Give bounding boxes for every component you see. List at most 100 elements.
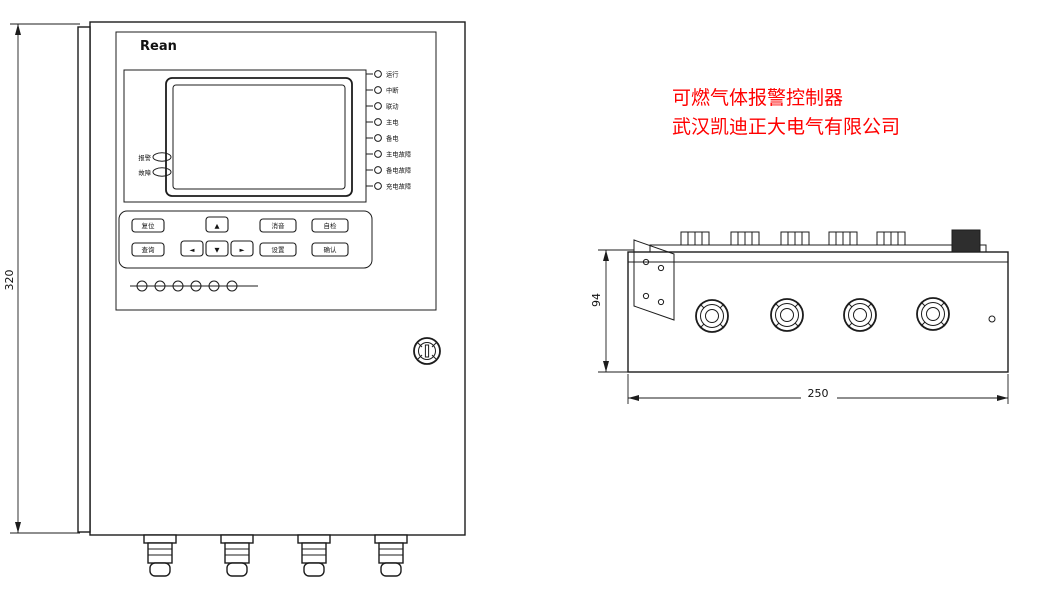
keypad-border: [118, 210, 373, 269]
arrowhead-icon: [997, 395, 1008, 401]
mounting-flange: [77, 26, 91, 533]
screw-icon: [657, 264, 665, 272]
cable-gland: [143, 534, 177, 577]
terminal-strip: [130, 280, 258, 292]
led-row: 主电故障: [366, 150, 412, 159]
led-label: 主电: [386, 118, 399, 127]
terminal-block: [876, 231, 906, 246]
set-button: [259, 242, 297, 257]
mounting-bracket: [633, 239, 675, 321]
led-label: 备电故障: [386, 166, 412, 175]
led-icon: [374, 86, 382, 94]
arrowhead-icon: [628, 395, 639, 401]
alarm-indicator-label: 报警: [138, 153, 151, 162]
fault-led-icon: [152, 167, 172, 177]
dimension-94: 94: [590, 249, 634, 373]
top-view-body: [627, 251, 1009, 373]
terminal-icon: [136, 280, 148, 292]
lcd-screen-outer: [165, 77, 353, 197]
terminal-block: [680, 231, 710, 246]
arrowhead-icon: [603, 250, 609, 261]
screw-icon: [642, 292, 650, 300]
confirm-button: [311, 242, 349, 257]
mute-button-label: 消音: [272, 221, 286, 230]
led-label: 运行: [386, 70, 399, 79]
arrow-left-button: [180, 240, 204, 257]
terminal-icon: [190, 280, 202, 292]
lcd-screen-inner: [172, 84, 346, 190]
door-lock-icon: [413, 337, 441, 365]
terminal-icon: [208, 280, 220, 292]
cable-gland: [220, 534, 254, 577]
fault-indicator-label: 故障: [138, 168, 151, 177]
set-button-label: 设置: [272, 245, 286, 254]
led-row: 运行: [366, 70, 399, 79]
led-row: 主电: [366, 118, 399, 127]
front-view: Rean 报警 故障 运行 中断 联动: [3, 21, 466, 577]
small-hole-icon: [988, 315, 996, 323]
arrow-down-button: [205, 240, 229, 257]
terminal-icon: [154, 280, 166, 292]
terminal-blocks: [680, 229, 981, 253]
led-icon: [374, 150, 382, 158]
arrow-right-button: [230, 240, 254, 257]
confirm-button-label: 确认: [324, 245, 338, 254]
cable-glands-front: [143, 534, 408, 577]
keypad: 复位 ▲ 消音 自检 查询 ◄ ▼ ► 设置 确认: [118, 210, 373, 269]
arrow-down-icon: ▼: [215, 246, 220, 254]
dimension-250: 250: [627, 374, 1009, 404]
led-label: 中断: [386, 86, 399, 95]
gland-circle: [916, 297, 950, 331]
led-icon: [374, 134, 382, 142]
cable-glands-top: [695, 297, 996, 333]
led-icon: [374, 182, 382, 190]
arrowhead-icon: [15, 24, 21, 35]
gland-circle: [843, 298, 877, 332]
cable-gland: [374, 534, 408, 577]
led-icon: [374, 166, 382, 174]
self-test-button-label: 自检: [324, 221, 338, 230]
query-button-label: 查询: [142, 245, 156, 254]
status-indicator-alarm: 报警: [138, 152, 172, 162]
power-switch-block: [951, 229, 981, 253]
led-row: 充电故障: [366, 182, 412, 191]
dimension-320: 320: [3, 23, 80, 534]
front-door-outline: [115, 31, 437, 311]
self-test-button: [311, 218, 349, 233]
arrow-up-button: [205, 216, 229, 233]
screw-icon: [642, 258, 650, 266]
arrow-left-icon: ◄: [190, 246, 195, 254]
reset-button: [131, 218, 165, 233]
cable-gland: [297, 534, 331, 577]
arrowhead-icon: [603, 361, 609, 372]
cabinet-outline: [89, 21, 466, 536]
led-icon: [374, 70, 382, 78]
led-row: 联动: [366, 102, 399, 111]
arrow-right-icon: ►: [240, 246, 245, 254]
screw-icon: [657, 298, 665, 306]
company-name-text: 武汉凯迪正大电气有限公司: [672, 116, 900, 138]
led-icon: [374, 118, 382, 126]
arrow-up-icon: ▲: [215, 222, 220, 230]
terminal-block: [730, 231, 760, 246]
top-view: 94 250: [590, 229, 1009, 404]
status-indicator-fault: 故障: [138, 167, 172, 177]
terminal-block: [828, 231, 858, 246]
top-edge-strip: [649, 244, 987, 253]
dim-320-label: 320: [3, 270, 16, 291]
gland-circle: [770, 298, 804, 332]
led-row: 中断: [366, 86, 399, 95]
led-label: 联动: [386, 102, 399, 111]
led-label: 备电: [386, 134, 399, 143]
query-button: [131, 242, 165, 257]
led-row: 备电: [366, 134, 399, 143]
gland-circle: [695, 299, 729, 333]
display-bezel: [123, 69, 367, 203]
mute-button: [259, 218, 297, 233]
terminal-icon: [226, 280, 238, 292]
product-name-text: 可燃气体报警控制器: [672, 87, 843, 109]
led-label: 主电故障: [386, 150, 412, 159]
led-row: 备电故障: [366, 166, 412, 175]
